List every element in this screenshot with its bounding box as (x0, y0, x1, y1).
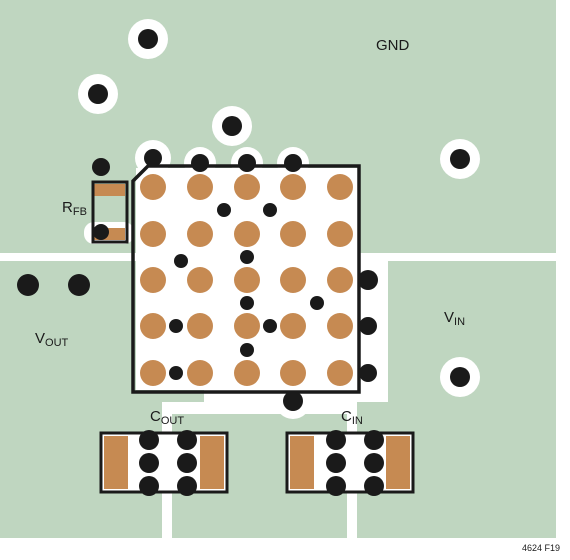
pad (234, 174, 260, 200)
cin-capacitor (285, 431, 415, 494)
via (139, 453, 159, 473)
ic-pads (140, 174, 353, 386)
via (139, 430, 159, 450)
via (364, 476, 384, 496)
via (364, 430, 384, 450)
cout-label-sub: OUT (161, 415, 185, 427)
via (284, 154, 302, 172)
via (169, 366, 183, 380)
via (174, 254, 188, 268)
via (17, 274, 39, 296)
cin-pad-right (386, 436, 410, 489)
pad (234, 267, 260, 293)
via (240, 296, 254, 310)
rfb-label: RFB (62, 199, 87, 218)
pad (280, 360, 306, 386)
via (240, 250, 254, 264)
pad (187, 360, 213, 386)
pad (327, 221, 353, 247)
cout-pad-right (200, 436, 224, 489)
pad (187, 313, 213, 339)
vin-label-main: V (444, 309, 454, 326)
pad (234, 360, 260, 386)
pad (234, 221, 260, 247)
pad (187, 174, 213, 200)
via (358, 270, 378, 290)
via (359, 317, 377, 335)
ic-outline (131, 164, 361, 394)
via (364, 453, 384, 473)
via (68, 274, 90, 296)
pad (280, 174, 306, 200)
via (283, 391, 303, 411)
cout-pad-left (104, 436, 128, 489)
via (177, 453, 197, 473)
vin-label: VIN (444, 309, 465, 328)
pad (327, 313, 353, 339)
cin-pad-left (290, 436, 314, 489)
via (144, 149, 162, 167)
vout-label-sub: OUT (45, 337, 69, 349)
rfb-outline (91, 180, 129, 244)
via (93, 224, 109, 240)
cout-clearance (204, 390, 224, 412)
pad (187, 221, 213, 247)
via (88, 84, 108, 104)
via (240, 343, 254, 357)
via (238, 154, 256, 172)
pad (327, 360, 353, 386)
vout-label-main: V (35, 330, 45, 347)
pad (234, 313, 260, 339)
via (169, 319, 183, 333)
pad (140, 313, 166, 339)
vin-label-sub: IN (454, 316, 465, 328)
pad (187, 267, 213, 293)
cout-label-main: C (150, 408, 161, 425)
gnd-label: GND (376, 37, 410, 54)
cin-label: CIN (341, 408, 363, 427)
vout-label: VOUT (35, 330, 69, 349)
via (139, 476, 159, 496)
figure-id: 4624 F19 (522, 543, 560, 553)
rfb-label-sub: FB (73, 206, 87, 218)
rfb-label-main: R (62, 199, 73, 216)
via (359, 364, 377, 382)
via (177, 476, 197, 496)
pad (327, 267, 353, 293)
pad (140, 174, 166, 200)
via (92, 158, 110, 176)
via (217, 203, 231, 217)
cout-capacitor (99, 431, 229, 494)
via (326, 476, 346, 496)
cin-label-main: C (341, 408, 352, 425)
via (326, 430, 346, 450)
via (263, 319, 277, 333)
via (263, 203, 277, 217)
pad (140, 267, 166, 293)
via (191, 154, 209, 172)
via (450, 367, 470, 387)
via (326, 453, 346, 473)
via (222, 116, 242, 136)
cout-label: COUT (150, 408, 184, 427)
pad (280, 267, 306, 293)
rfb-pad-top (94, 184, 125, 196)
via (450, 149, 470, 169)
pad (280, 221, 306, 247)
via (177, 430, 197, 450)
pad (140, 360, 166, 386)
cin-label-sub: IN (352, 415, 363, 427)
via (310, 296, 324, 310)
via (138, 29, 158, 49)
vias (17, 29, 470, 496)
pad (280, 313, 306, 339)
pad (140, 221, 166, 247)
pad (327, 174, 353, 200)
